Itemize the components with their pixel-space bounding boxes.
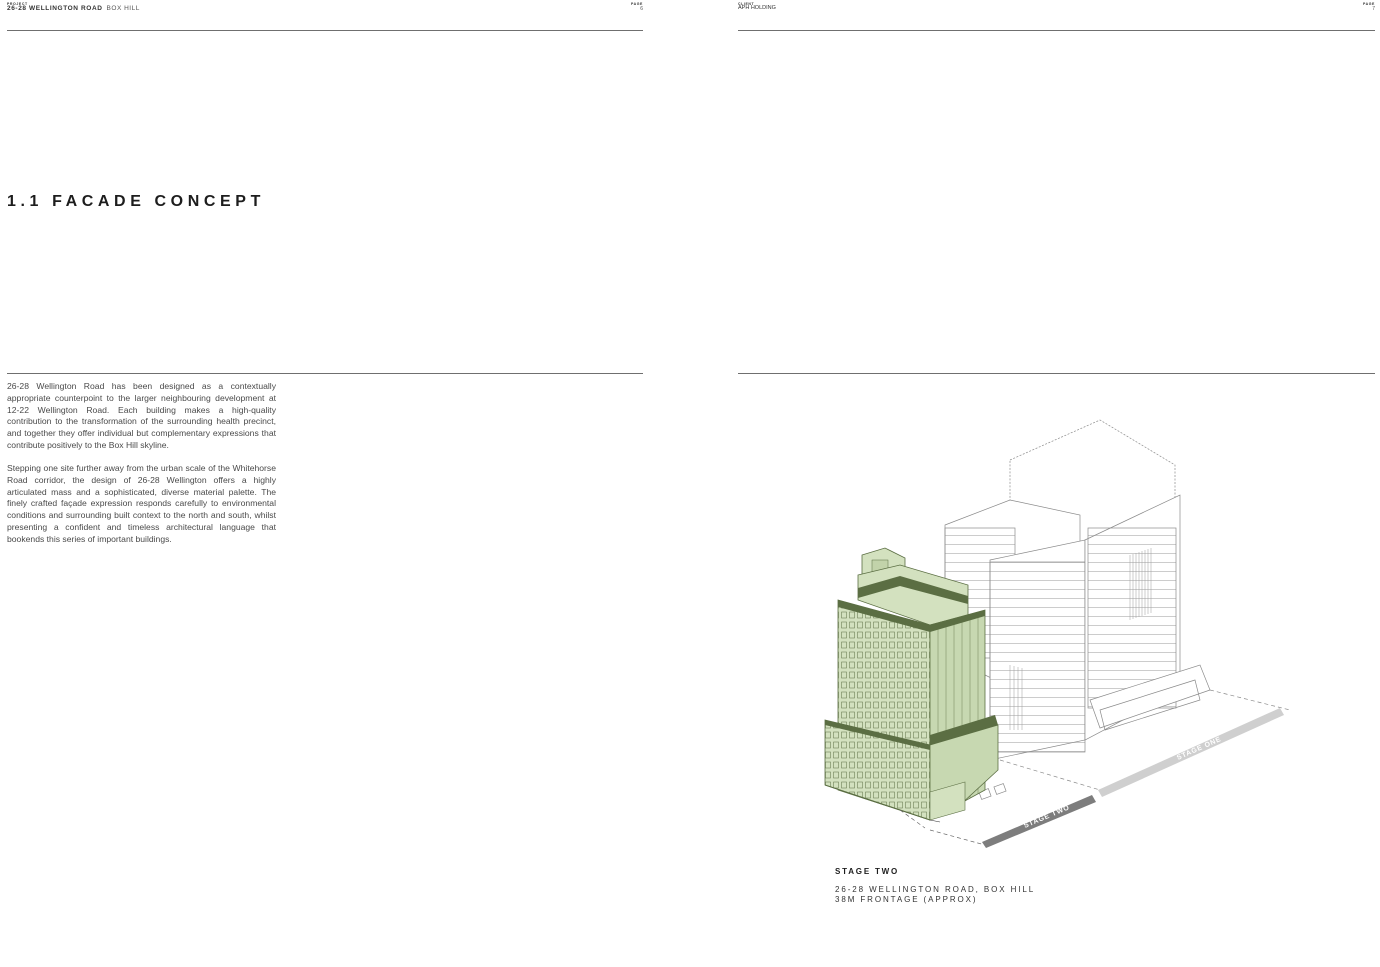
caption-frontage: 38M FRONTAGE (APPROX) xyxy=(835,895,978,904)
page-number-left: 6 xyxy=(640,6,643,12)
caption-title: STAGE TWO xyxy=(835,867,900,876)
stage-one-strip xyxy=(1098,708,1284,797)
header-rule-left xyxy=(7,30,643,31)
project-location: BOX HILL xyxy=(106,5,140,12)
client-name: APH HOLDING xyxy=(738,5,776,11)
page-label-right: PAGE xyxy=(1362,2,1375,6)
axonometric-building-diagram: STAGE TWO STAGE ONE xyxy=(824,419,1291,848)
body-paragraph-1: 26-28 Wellington Road has been designed … xyxy=(7,381,276,450)
project-name: 26-28 WELLINGTON ROAD xyxy=(7,5,103,12)
site-boundary xyxy=(899,809,986,846)
project-label: PROJECT xyxy=(7,2,28,6)
caption-address: 26-28 WELLINGTON ROAD, BOX HILL xyxy=(835,885,1036,894)
section-rule-left xyxy=(7,373,643,374)
header-rule-right xyxy=(738,30,1375,31)
body-paragraph-2: Stepping one site further away from the … xyxy=(7,463,276,544)
stage-two-strip xyxy=(982,795,1096,848)
page-label-left: PAGE xyxy=(630,2,643,6)
section-rule-right xyxy=(738,373,1375,374)
stage-one-label: STAGE ONE xyxy=(1176,736,1223,762)
stage-two-label: STAGE TWO xyxy=(1023,804,1071,830)
stage-one-building xyxy=(944,419,1291,800)
client-label: CLIENT xyxy=(738,2,755,6)
page-title: 1.1 FACADE CONCEPT xyxy=(7,193,265,210)
page-number-right: 7 xyxy=(1372,6,1375,12)
stage-two-building xyxy=(824,547,999,823)
